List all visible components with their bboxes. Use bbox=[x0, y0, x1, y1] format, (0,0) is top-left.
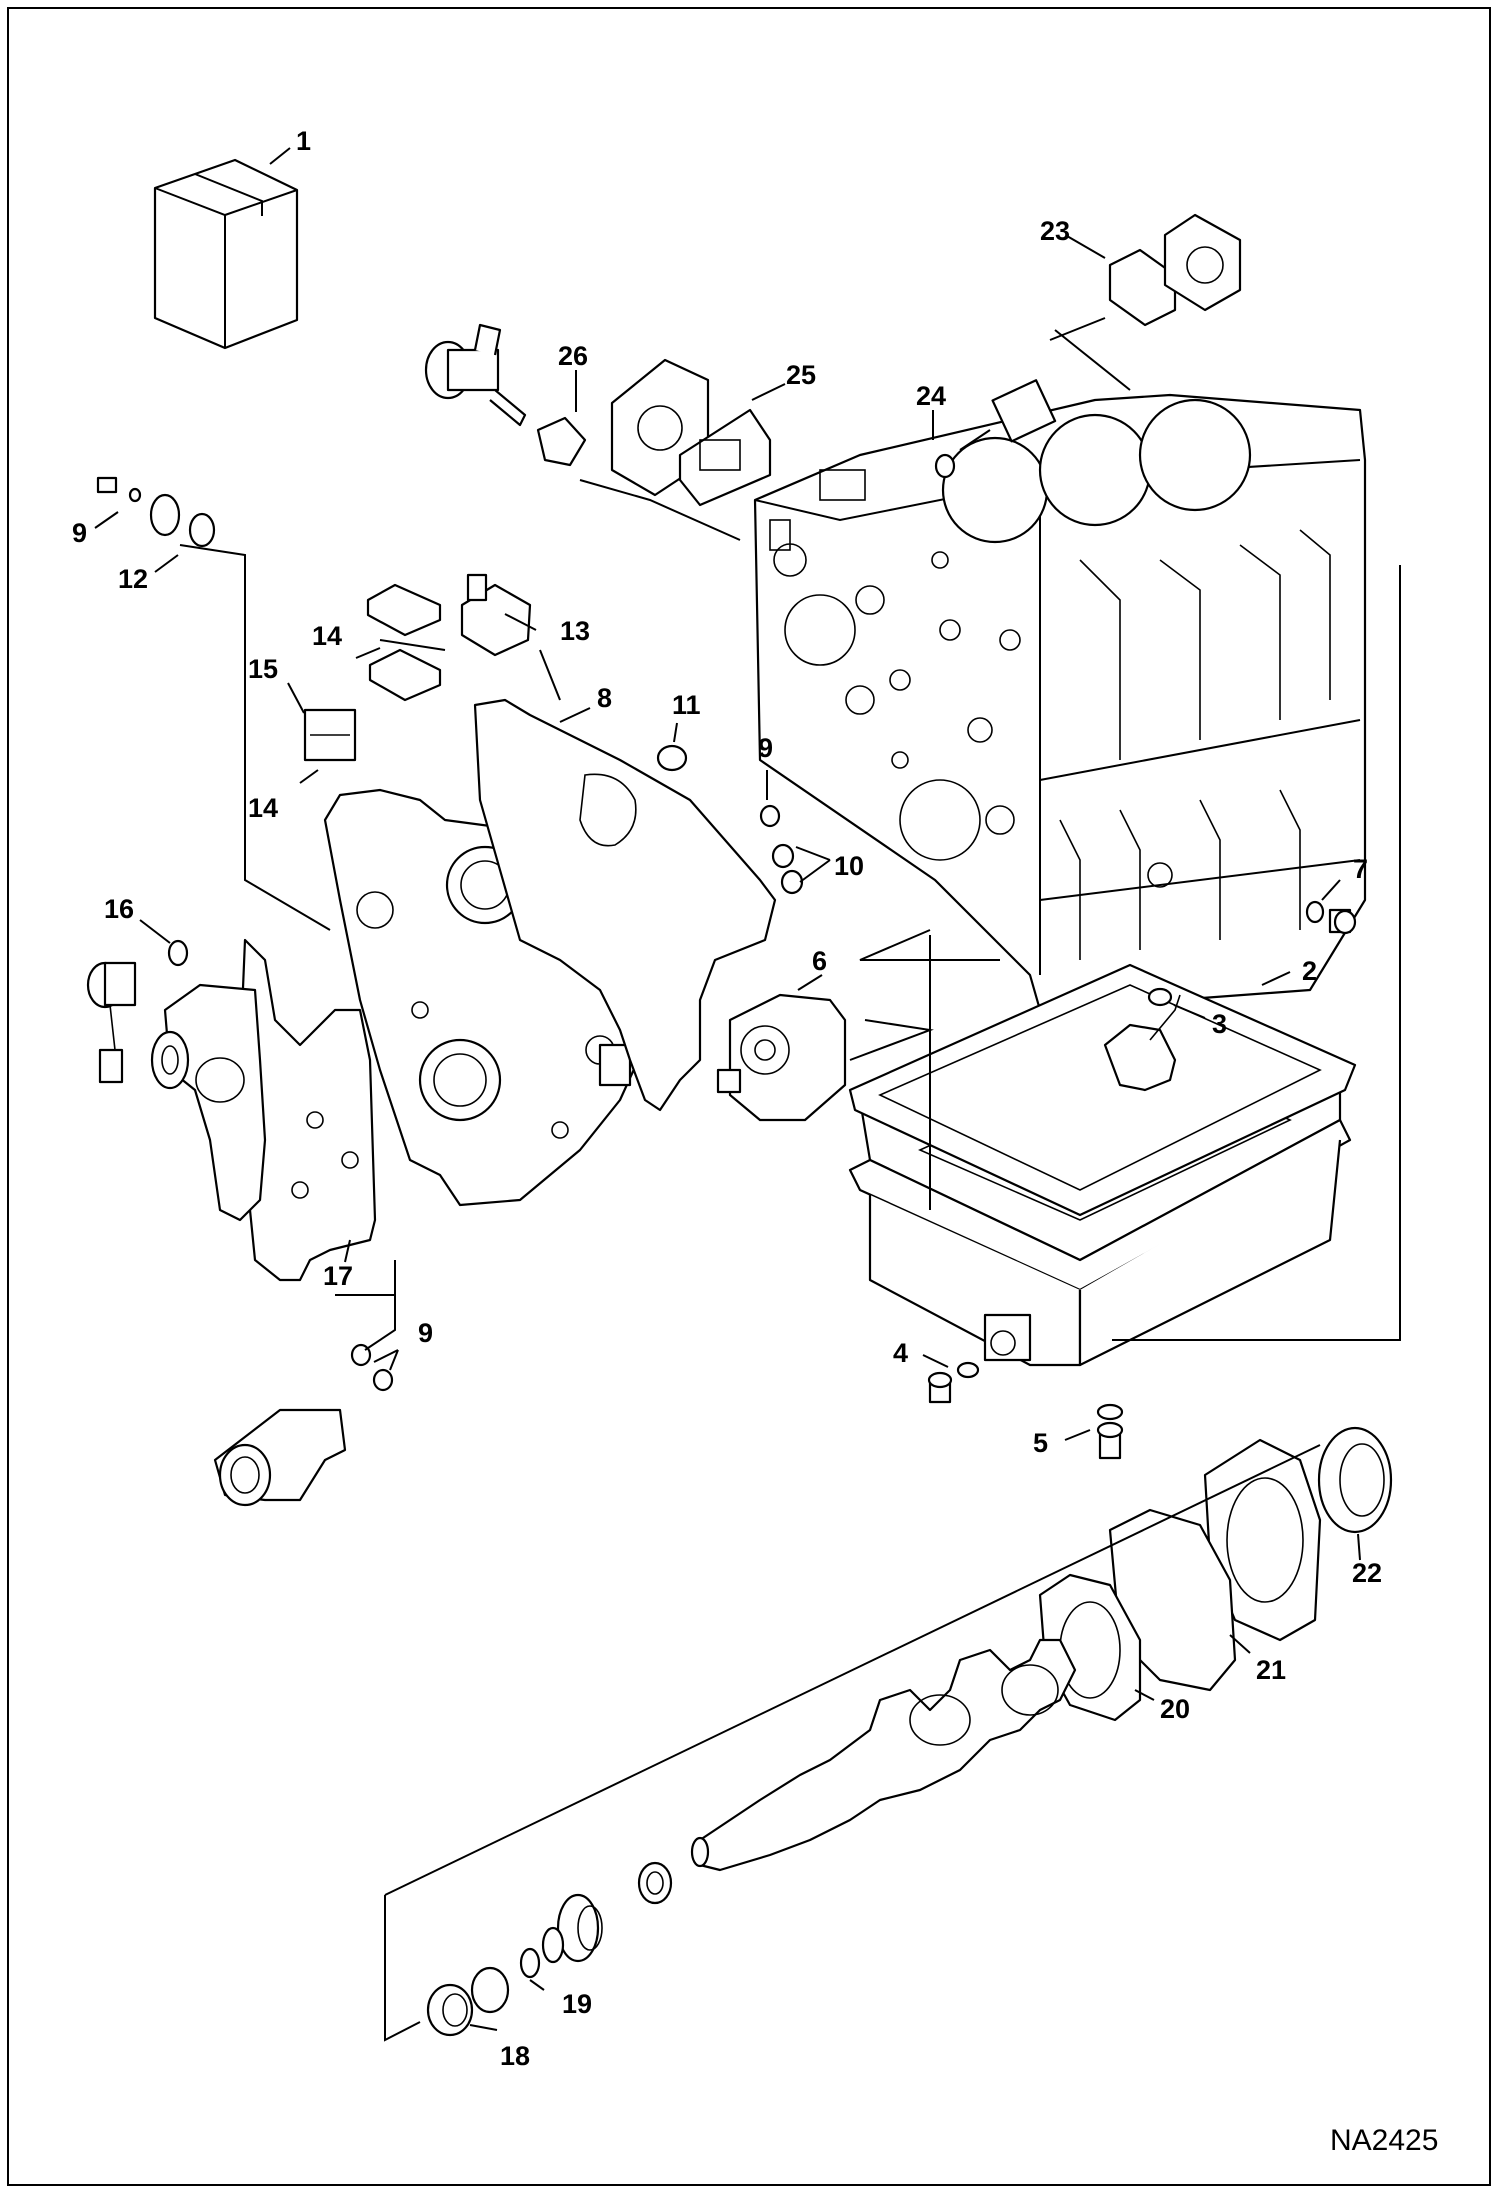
callout-17: 17 bbox=[323, 1261, 353, 1291]
part-hydraulic-pump bbox=[716, 993, 847, 1122]
callout-24: 24 bbox=[916, 381, 946, 411]
part-seal-22 bbox=[1317, 1426, 1393, 1534]
part-oil-strainer bbox=[1103, 994, 1181, 1092]
part-gasket-26 bbox=[536, 416, 587, 467]
part-oring-16 bbox=[167, 939, 189, 967]
part-bolt-9-top bbox=[96, 476, 181, 537]
part-plug-24 bbox=[934, 379, 1057, 479]
callout-5: 5 bbox=[1033, 1428, 1048, 1458]
callout-1: 1 bbox=[296, 126, 311, 156]
callout-labels: 1 2 3 4 5 6 7 8 9 9 9 9 10 11 12 13 14 1… bbox=[72, 126, 1382, 2071]
part-bolt-7 bbox=[1305, 900, 1357, 935]
callout-leaders bbox=[94, 147, 1361, 2031]
callout-26: 26 bbox=[558, 341, 588, 371]
callout-16: 16 bbox=[104, 894, 134, 924]
callout-15: 15 bbox=[248, 654, 278, 684]
part-cover-25 bbox=[610, 358, 772, 507]
part-orings-9-10 bbox=[759, 804, 804, 895]
part-thermostat-15 bbox=[303, 708, 357, 762]
callout-7: 7 bbox=[1353, 854, 1368, 884]
part-thermostat-housing bbox=[213, 1408, 347, 1507]
callout-10: 10 bbox=[834, 851, 864, 881]
callout-9-top: 9 bbox=[72, 518, 87, 548]
callout-14-top: 14 bbox=[312, 621, 342, 651]
part-drain-plug-5 bbox=[1096, 1403, 1124, 1460]
callout-3: 3 bbox=[1212, 1009, 1227, 1039]
part-drain-plug-4 bbox=[927, 1361, 980, 1404]
part-oring-3 bbox=[1147, 987, 1173, 1007]
part-cover-23 bbox=[1108, 213, 1242, 327]
part-kit-box bbox=[153, 158, 299, 350]
callout-23: 23 bbox=[1040, 216, 1070, 246]
callout-8: 8 bbox=[597, 683, 612, 713]
part-cylinder-block bbox=[753, 393, 1367, 1012]
part-gear-19 bbox=[519, 1861, 673, 1979]
callout-6: 6 bbox=[812, 946, 827, 976]
callout-12: 12 bbox=[118, 564, 148, 594]
callout-9-mid: 9 bbox=[758, 733, 773, 763]
part-oring-12 bbox=[188, 512, 216, 548]
part-gasket-8 bbox=[473, 698, 777, 1112]
part-seal-18 bbox=[426, 1966, 510, 2037]
callout-22: 22 bbox=[1352, 1558, 1382, 1588]
callout-18: 18 bbox=[500, 2041, 530, 2071]
part-sender-16 bbox=[86, 961, 137, 1084]
callout-9-lower: 9 bbox=[418, 1318, 433, 1348]
part-oring-11 bbox=[656, 744, 688, 772]
callout-14-lower: 14 bbox=[248, 793, 278, 823]
callout-2: 2 bbox=[1302, 956, 1317, 986]
part-orings-9-lower bbox=[350, 1343, 394, 1392]
callout-19: 19 bbox=[562, 1989, 592, 2019]
callout-20: 20 bbox=[1160, 1694, 1190, 1724]
callout-11: 11 bbox=[672, 690, 701, 720]
part-crankshaft bbox=[690, 1638, 1077, 1872]
part-gasket-2 bbox=[848, 963, 1357, 1217]
reference-lines bbox=[179, 317, 1401, 2042]
part-water-pump bbox=[150, 983, 267, 1222]
part-fuel-pump-26 bbox=[424, 323, 527, 427]
callout-25: 25 bbox=[786, 360, 816, 390]
callout-13: 13 bbox=[560, 616, 590, 646]
drawing-code: NA2425 bbox=[1330, 2124, 1438, 2157]
callout-4: 4 bbox=[893, 1338, 908, 1368]
part-plates-13-14 bbox=[366, 573, 532, 702]
callout-21: 21 bbox=[1256, 1655, 1286, 1685]
